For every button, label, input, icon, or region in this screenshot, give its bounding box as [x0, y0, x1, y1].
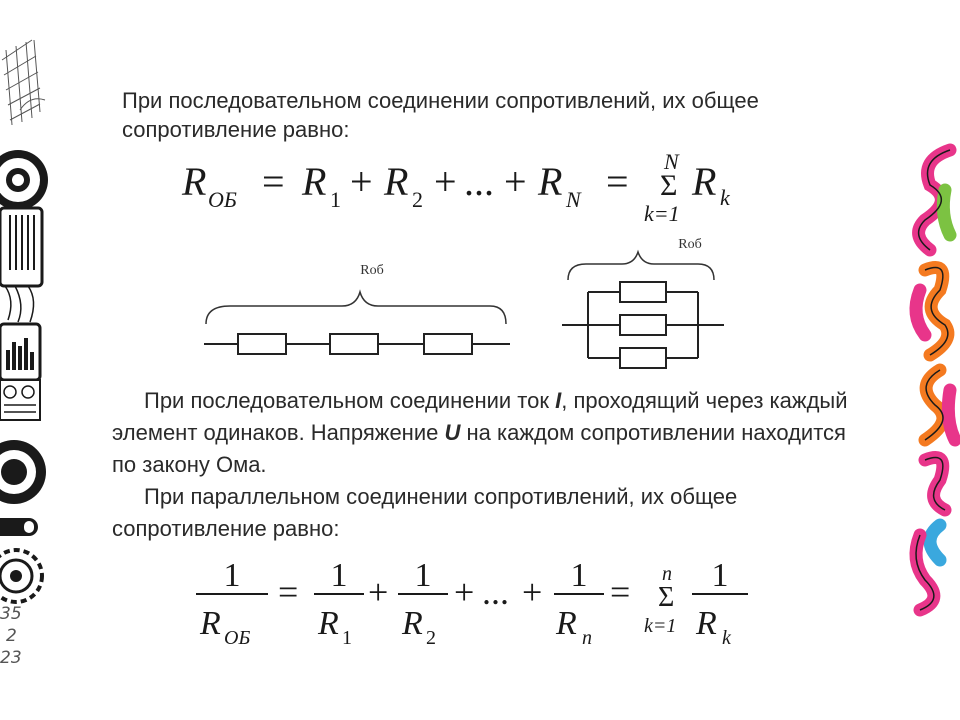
formula-operator: +: [522, 572, 542, 612]
current-symbol: I: [555, 388, 562, 413]
voltage-symbol: U: [444, 420, 461, 445]
formula-subscript: n: [582, 627, 592, 649]
gear-icon: [0, 150, 48, 210]
formula-symbol: R: [695, 605, 717, 642]
formula-subscript: N: [565, 187, 582, 212]
series-brace: [205, 289, 507, 325]
gear-icon: [0, 548, 44, 604]
formula-ellipsis: ...: [482, 572, 509, 612]
text-fragment: на каждом сопротивлении находится по зак…: [112, 420, 846, 477]
formula-operator: =: [610, 572, 630, 612]
series-intro-text: При последовательном соединении сопротив…: [122, 88, 759, 142]
sketch-number: 2: [6, 626, 17, 646]
formula-subscript: 1: [330, 187, 341, 212]
formula-symbol: R: [537, 159, 562, 204]
sum-upper-limit: N: [663, 149, 680, 174]
formula-subscript: 2: [426, 627, 436, 649]
formula-operator: +: [434, 159, 457, 204]
parallel-intro-paragraph: При параллельном соединении сопротивлени…: [112, 481, 852, 545]
formula-symbol: R: [555, 605, 577, 642]
formula-subscript: ОБ: [208, 187, 237, 212]
sum-symbol: Σ: [658, 582, 674, 613]
resistor-1: [619, 281, 667, 303]
formula-operator: =: [278, 572, 298, 612]
series-circuit-diagram: Rоб: [204, 263, 510, 355]
sum-lower-limit: k=1: [644, 615, 676, 637]
body-text: При последовательном соединении ток I, п…: [112, 385, 852, 545]
formula-subscript: k: [722, 627, 732, 649]
sum-upper-limit: n: [662, 563, 672, 585]
parallel-circuit-diagram: Rоб: [562, 237, 724, 369]
formula-ellipsis: ...: [464, 159, 494, 204]
formula-subscript: k: [720, 185, 731, 210]
brain-decoration: [909, 143, 960, 617]
resistor-1: [237, 333, 287, 355]
fraction-numerator: 1: [224, 557, 241, 594]
resistor-3: [423, 333, 473, 355]
parallel-total-label: Rоб: [678, 237, 701, 252]
formula-symbol: R: [301, 159, 326, 204]
sum-lower-limit: k=1: [644, 201, 680, 225]
formula-symbol: R: [401, 605, 423, 642]
formula-operator: +: [504, 159, 527, 204]
left-gear-decoration: [0, 39, 48, 604]
series-current-paragraph: При последовательном соединении ток I, п…: [112, 385, 852, 481]
gear-icon: [0, 440, 46, 504]
formula-subscript: ОБ: [224, 627, 250, 649]
formula-operator: +: [350, 159, 373, 204]
grid-sketch-icon: [1, 39, 46, 126]
sketch-number: 23: [0, 648, 22, 668]
formula-operator: =: [262, 159, 285, 204]
formula-symbol: R: [383, 159, 408, 204]
fraction-numerator: 1: [571, 557, 588, 594]
text-fragment: При последовательном соединении ток: [144, 388, 549, 413]
formula-operator: =: [606, 159, 629, 204]
sum-symbol: Σ: [660, 169, 677, 202]
sketch-number: 35: [0, 604, 22, 624]
fraction-numerator: 1: [712, 557, 729, 594]
formula-subscript: 1: [342, 627, 352, 649]
resistor-2: [619, 314, 667, 336]
gauge-panel-icon: [0, 379, 41, 421]
formula-operator: +: [454, 572, 474, 612]
formula-symbol: R: [181, 159, 206, 204]
resistor-2: [329, 333, 379, 355]
series-total-label: Rоб: [360, 263, 383, 278]
fraction-numerator: 1: [415, 557, 432, 594]
formula-operator: +: [368, 572, 388, 612]
formula-symbol: R: [317, 605, 339, 642]
formula-subscript: 2: [412, 187, 423, 212]
parallel-resistance-formula: 1 R ОБ = 1 R 1 + 1 R 2 + ... + 1 R n = n…: [196, 557, 748, 649]
text-fragment: При параллельном соединении сопротивлени…: [112, 484, 738, 541]
series-resistance-formula: R ОБ = R 1 + R 2 + ... + R N = N Σ k=1 R…: [181, 149, 731, 225]
sketch-numbers: 35 2 23: [0, 603, 40, 669]
formula-symbol: R: [691, 159, 716, 204]
parallel-brace: [567, 249, 715, 281]
resistor-3: [619, 347, 667, 369]
formula-symbol: R: [199, 605, 221, 642]
wires-icon: [4, 285, 35, 323]
fraction-numerator: 1: [331, 557, 348, 594]
text-fragment: , проходящий через каждый элемент одинак…: [112, 388, 848, 445]
